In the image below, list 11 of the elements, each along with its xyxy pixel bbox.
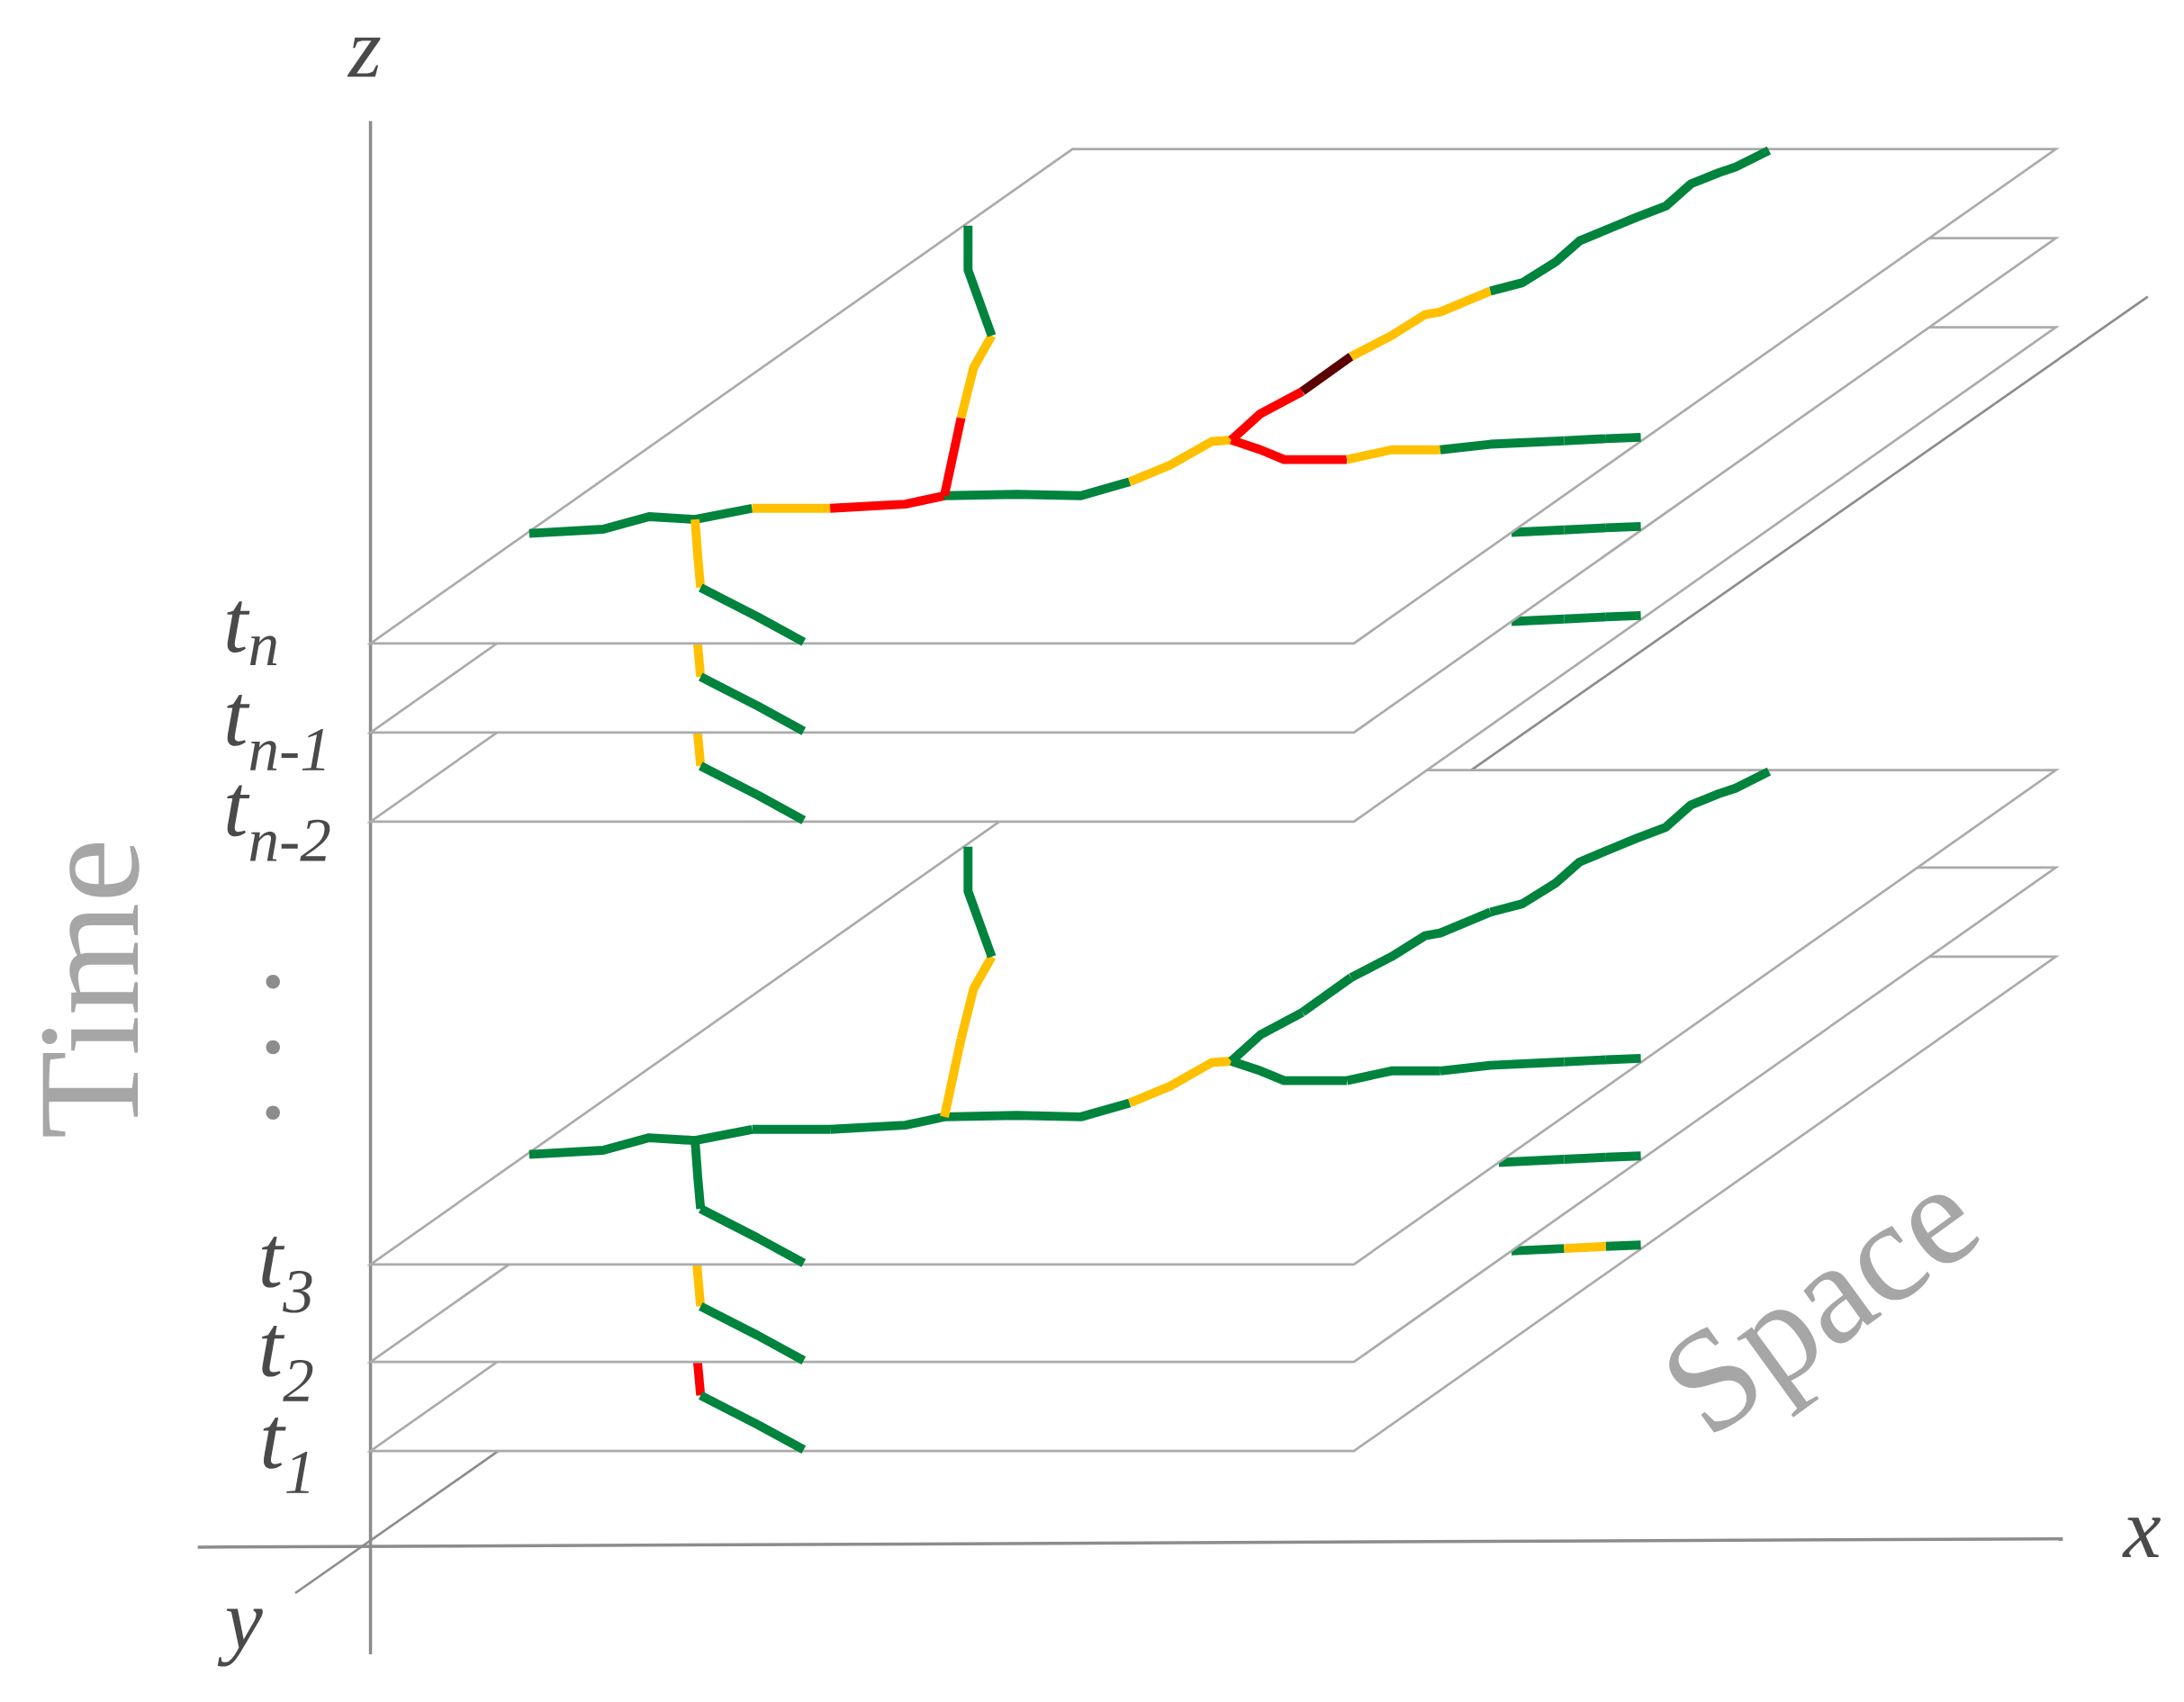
axis-label: z bbox=[347, 37, 381, 77]
axis-title: Space bbox=[1669, 1194, 1980, 1433]
time-step-label: t$_{n-1}$ bbox=[227, 695, 325, 770]
time-step-label: t$_{n}$ bbox=[227, 601, 277, 666]
time-step-label: t$_{n-2}$ bbox=[227, 785, 330, 861]
time-step-label: t$_{1}$ bbox=[263, 1418, 309, 1493]
axis-title: Time bbox=[41, 843, 140, 1137]
axis-label: y bbox=[217, 1608, 263, 1667]
time-step-label: t$_{3}$ bbox=[262, 1237, 312, 1313]
time-step-label: t$_{2}$ bbox=[262, 1326, 313, 1401]
axis-label: x bbox=[2122, 1517, 2161, 1558]
